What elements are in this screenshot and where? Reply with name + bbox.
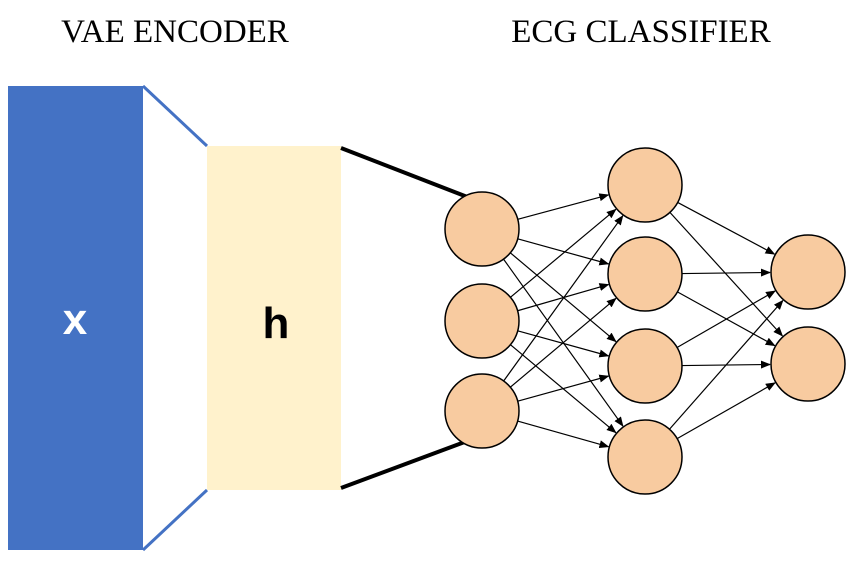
- node-layer1-3: [444, 373, 520, 449]
- node-layer2-4: [607, 419, 683, 495]
- latent-to-classifier-bottom: [340, 438, 471, 490]
- node-layer1-2: [444, 283, 520, 359]
- encoder-title: VAE ENCODER: [61, 14, 289, 50]
- node-layer3-2: [770, 326, 846, 402]
- edge-l1-3-to-1: [676, 382, 776, 440]
- input-block: [8, 86, 143, 550]
- edge-l0-1-to-1: [517, 283, 610, 312]
- edge-l0-1-to-0: [510, 208, 617, 298]
- edge-l0-2-to-2: [517, 374, 610, 402]
- network-nodes: [444, 147, 846, 495]
- edge-l0-0-to-1: [517, 238, 610, 266]
- input-label: x: [63, 295, 88, 344]
- node-layer3-1: [770, 234, 846, 310]
- node-layer2-1: [607, 147, 683, 223]
- network-edges: [503, 193, 784, 449]
- node-layer2-2: [607, 236, 683, 312]
- node-layer1-1: [444, 191, 520, 267]
- latent-label: h: [263, 299, 290, 348]
- edge-l1-1-to-0: [681, 268, 772, 277]
- edge-l1-2-to-0: [676, 290, 776, 349]
- encoder-funnel-top: [141, 84, 209, 148]
- latent-block: [207, 146, 341, 490]
- edge-l0-0-to-0: [517, 193, 610, 220]
- edge-l1-0-to-0: [677, 201, 776, 255]
- edge-l0-2-to-0: [503, 215, 624, 382]
- latent-to-classifier-top: [340, 146, 471, 200]
- edge-l0-2-to-3: [517, 420, 610, 449]
- edge-l1-3-to-0: [669, 299, 784, 430]
- edge-l0-2-to-1: [509, 297, 617, 388]
- encoder-funnel-bottom: [141, 488, 209, 552]
- edge-l1-0-to-1: [669, 211, 784, 337]
- classifier-title: ECG CLASSIFIER: [511, 14, 770, 50]
- node-layer2-3: [607, 328, 683, 404]
